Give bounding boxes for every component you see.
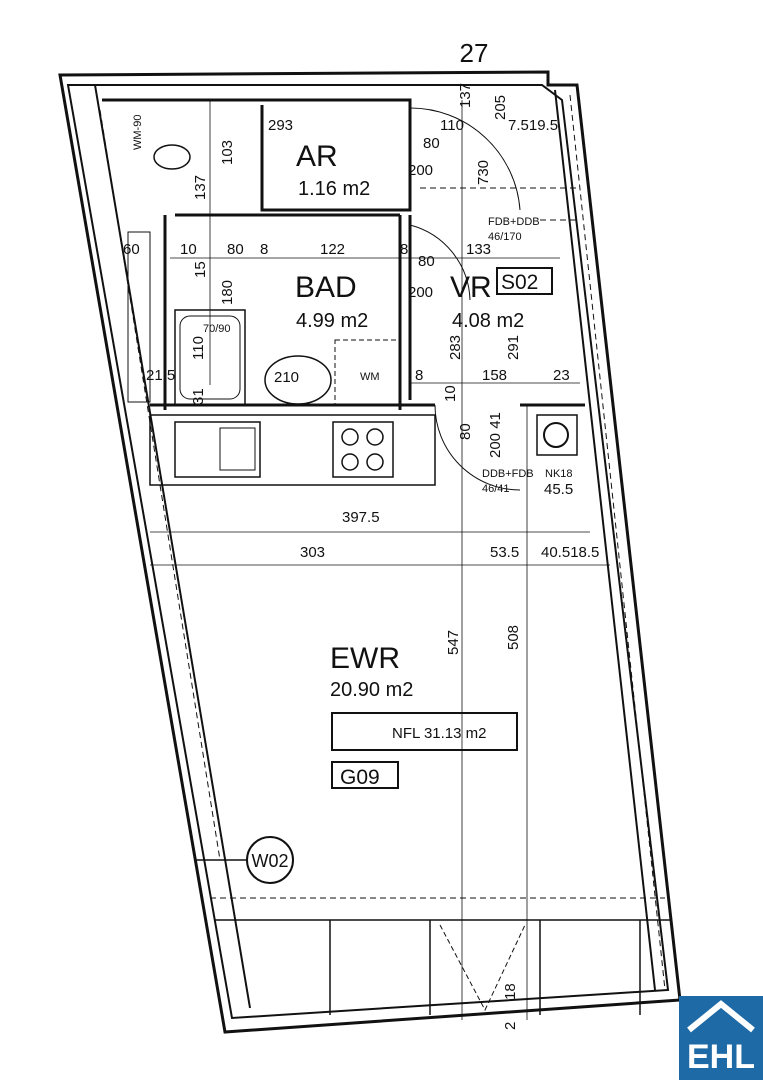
dim: 508 <box>505 625 522 650</box>
logo-background <box>679 996 763 1080</box>
dim: 210 <box>274 369 299 386</box>
dim: 80 <box>423 135 440 152</box>
house-roof-icon <box>687 1000 755 1033</box>
dim: 8 <box>400 241 408 258</box>
room-bad-area: 4.99 m2 <box>296 310 368 332</box>
outer-wall-outline <box>58 70 682 1034</box>
dim: 7.519.5 <box>508 117 558 134</box>
dim: 133 <box>466 241 491 258</box>
dim: 18 <box>502 983 519 1000</box>
room-vr-tag: S02 <box>501 271 538 294</box>
room-bad-name: BAD <box>295 271 357 304</box>
dim: 200 <box>408 284 433 301</box>
logo-text: EHL <box>687 1038 755 1076</box>
dim: 21.5 <box>146 367 175 384</box>
dim: 397.5 <box>342 509 380 526</box>
dim: 80 <box>418 253 435 270</box>
nk-label: NK18 <box>545 468 573 480</box>
room-vr-name: VR <box>450 271 492 304</box>
dim: 10 <box>442 385 459 402</box>
dim: 547 <box>445 630 462 655</box>
dim: 180 <box>219 280 236 305</box>
dim: 137 <box>457 83 474 108</box>
dim: 110 <box>190 336 207 360</box>
dim: 23 <box>553 367 570 384</box>
dim: 80 <box>457 423 474 440</box>
dim: 40.518.5 <box>541 544 599 561</box>
dim: 122 <box>320 241 345 258</box>
dim: 110 <box>440 117 464 134</box>
tub-label: 70/90 <box>203 323 231 335</box>
room-ewr-area: 20.90 m2 <box>330 679 413 701</box>
dim: 10 <box>180 241 197 258</box>
ehl-logo: EHL <box>679 996 763 1080</box>
wm-label: WM <box>360 371 380 383</box>
dim: 730 <box>475 160 492 185</box>
dim: 31 <box>190 388 207 405</box>
room-ar-name: AR <box>296 140 338 173</box>
dim: 2 <box>502 1022 519 1030</box>
dim: 80 <box>227 241 244 258</box>
dim: 293 <box>268 117 293 134</box>
fdb-top-size: 46/170 <box>488 231 522 243</box>
wm-top-label: WM-90 <box>132 115 144 150</box>
dim: 158 <box>482 367 507 384</box>
unit-code: G09 <box>340 766 380 789</box>
dim: 205 <box>492 95 509 120</box>
dim: 15 <box>192 261 209 278</box>
dim: 8 <box>260 241 268 258</box>
dim: 303 <box>300 544 325 561</box>
dim: 60 <box>123 241 140 258</box>
dim: 291 <box>505 335 522 360</box>
dim: 283 <box>447 335 464 360</box>
dim: 200 41 <box>487 412 504 458</box>
dim: 200 <box>408 162 433 179</box>
room-vr-area: 4.08 m2 <box>452 310 524 332</box>
inner-wall-outline <box>66 84 670 1020</box>
window-tag: W02 <box>251 851 288 871</box>
nfl-label: NFL 31.13 m2 <box>392 725 487 742</box>
room-ewr-name: EWR <box>330 642 400 675</box>
dim: 103 <box>219 140 236 165</box>
room-ar-area: 1.16 m2 <box>298 178 370 200</box>
dim: 137 <box>192 175 209 200</box>
ddb-size: 46/41 <box>482 483 510 495</box>
dim: 8 <box>415 367 423 384</box>
axis-label: 27 <box>460 38 489 68</box>
dim: 53.5 <box>490 544 519 561</box>
dim: 45.5 <box>544 481 573 498</box>
ddb-label: DDB+FDB <box>482 468 534 480</box>
fdb-top-label: FDB+DDB <box>488 216 540 228</box>
